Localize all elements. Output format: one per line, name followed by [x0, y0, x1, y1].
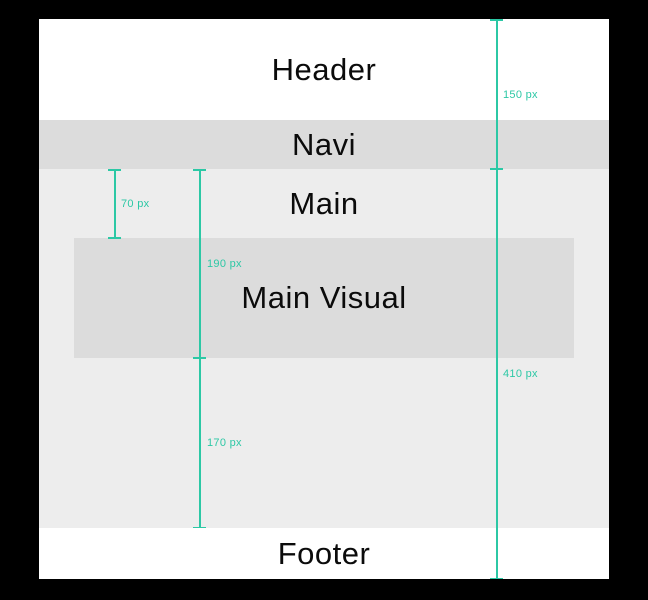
section-footer: Footer — [39, 528, 609, 579]
section-navi: Navi — [39, 120, 609, 169]
section-main-visual-label: Main Visual — [241, 280, 407, 315]
section-navi-label: Navi — [291, 126, 356, 162]
dimension-label-150px: 150 px — [503, 89, 538, 101]
tick-navi-bottom — [490, 168, 503, 170]
section-footer-label: Footer — [277, 535, 371, 571]
section-header: Header — [39, 19, 609, 120]
dimension-label-410px: 410 px — [503, 368, 538, 380]
tick-footer-bottom — [490, 577, 503, 579]
dimension-line-main-top-gap — [114, 169, 116, 238]
dimension-label-170px: 170 px — [207, 437, 242, 449]
dimension-label-190px: 190 px — [207, 258, 242, 270]
dimension-line-main-middle — [199, 169, 201, 528]
tick-main-top-left — [108, 169, 121, 171]
dimension-label-70px: 70 px — [121, 198, 150, 210]
tick-visual-top — [108, 237, 121, 239]
section-main-label: Main — [289, 185, 359, 221]
tick-content-top — [490, 19, 503, 21]
section-main-label-zone: Main — [39, 169, 609, 238]
tick-main-top-mid — [193, 169, 206, 171]
tick-visual-bottom — [193, 357, 206, 359]
dimension-line-right — [496, 19, 498, 579]
section-header-label: Header — [271, 51, 377, 87]
section-main: Main Main Visual — [39, 169, 609, 528]
section-main-visual: Main Visual — [74, 238, 574, 358]
tick-main-bottom — [193, 526, 206, 528]
page-mockup: Header Navi Main Main Visual Footer — [39, 19, 609, 579]
